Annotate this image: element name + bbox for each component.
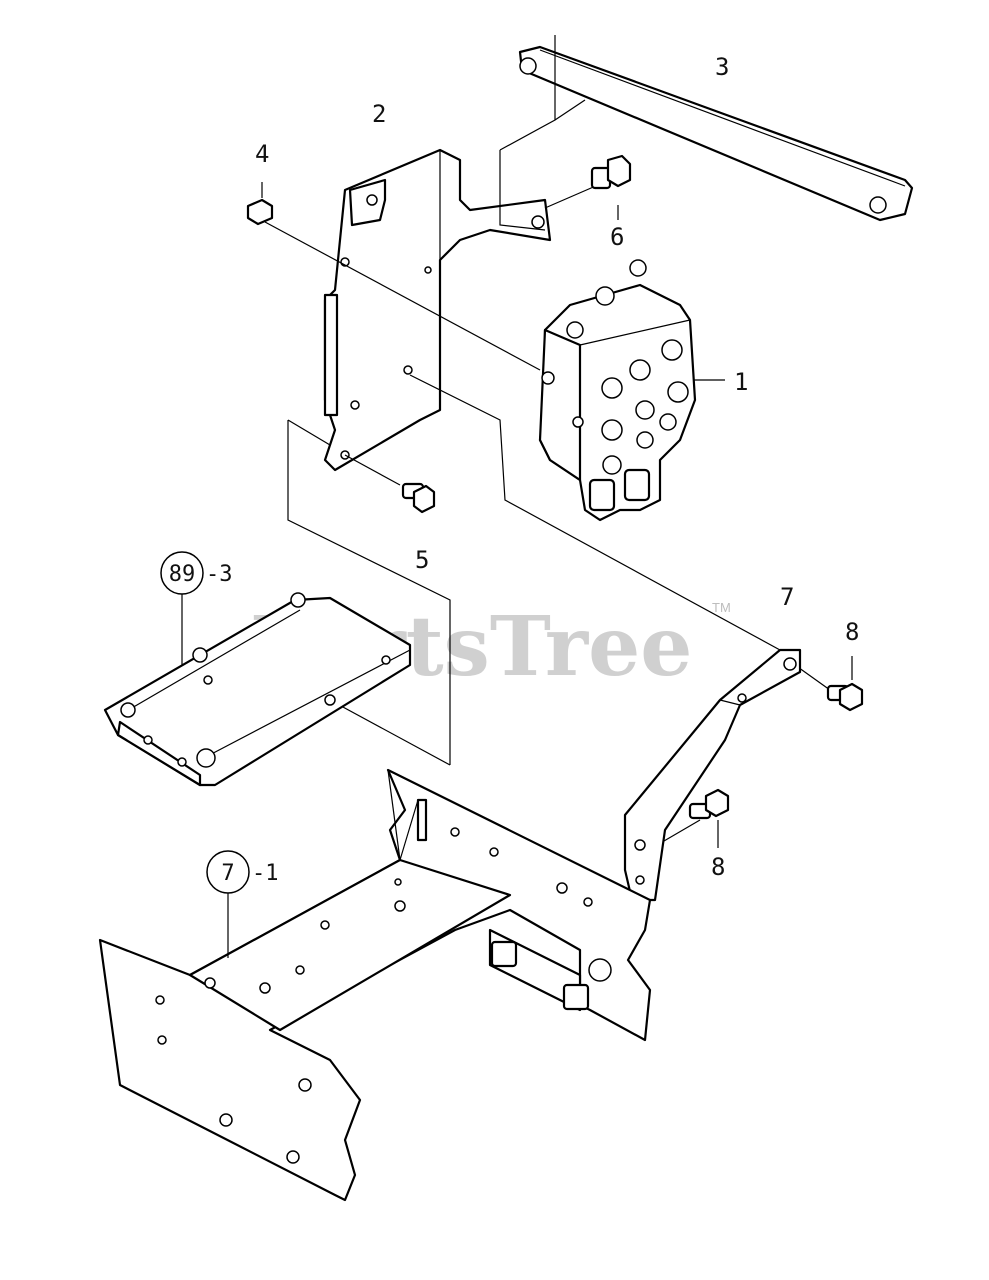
callout-6: 6 (610, 223, 624, 251)
callout-2: 2 (372, 100, 386, 128)
part-1-valve[interactable] (538, 259, 697, 522)
reference-89-suffix: -3 (206, 562, 233, 587)
callout-8-lower: 8 (711, 853, 725, 881)
part-6-bolt[interactable] (590, 154, 632, 190)
leader-lines (264, 35, 831, 1006)
reference-7-1[interactable]: 7 -1 (206, 850, 279, 958)
part-7-1-frame[interactable] (98, 768, 652, 1202)
reference-89-3[interactable]: 89 -3 (160, 551, 233, 665)
part-8-bolt-lower[interactable] (688, 788, 730, 848)
watermark-trademark: TM (712, 600, 731, 615)
callout-3: 3 (715, 53, 729, 81)
reference-7-number: 7 (221, 861, 234, 886)
part-5-bolt[interactable] (401, 482, 436, 514)
part-4-bolt[interactable] (246, 182, 274, 226)
part-8-bolt-upper[interactable] (826, 656, 864, 712)
part-89-3-assembly[interactable] (103, 592, 412, 787)
reference-89-number: 89 (169, 562, 196, 587)
callout-4: 4 (255, 140, 269, 168)
reference-7-suffix: -1 (252, 861, 279, 886)
callout-8-upper: 8 (845, 618, 859, 646)
callout-7: 7 (780, 583, 794, 611)
callout-5: 5 (415, 546, 429, 574)
part-2-bracket[interactable] (323, 148, 552, 472)
part-3-bar[interactable] (518, 45, 914, 222)
callout-1: 1 (734, 368, 748, 396)
